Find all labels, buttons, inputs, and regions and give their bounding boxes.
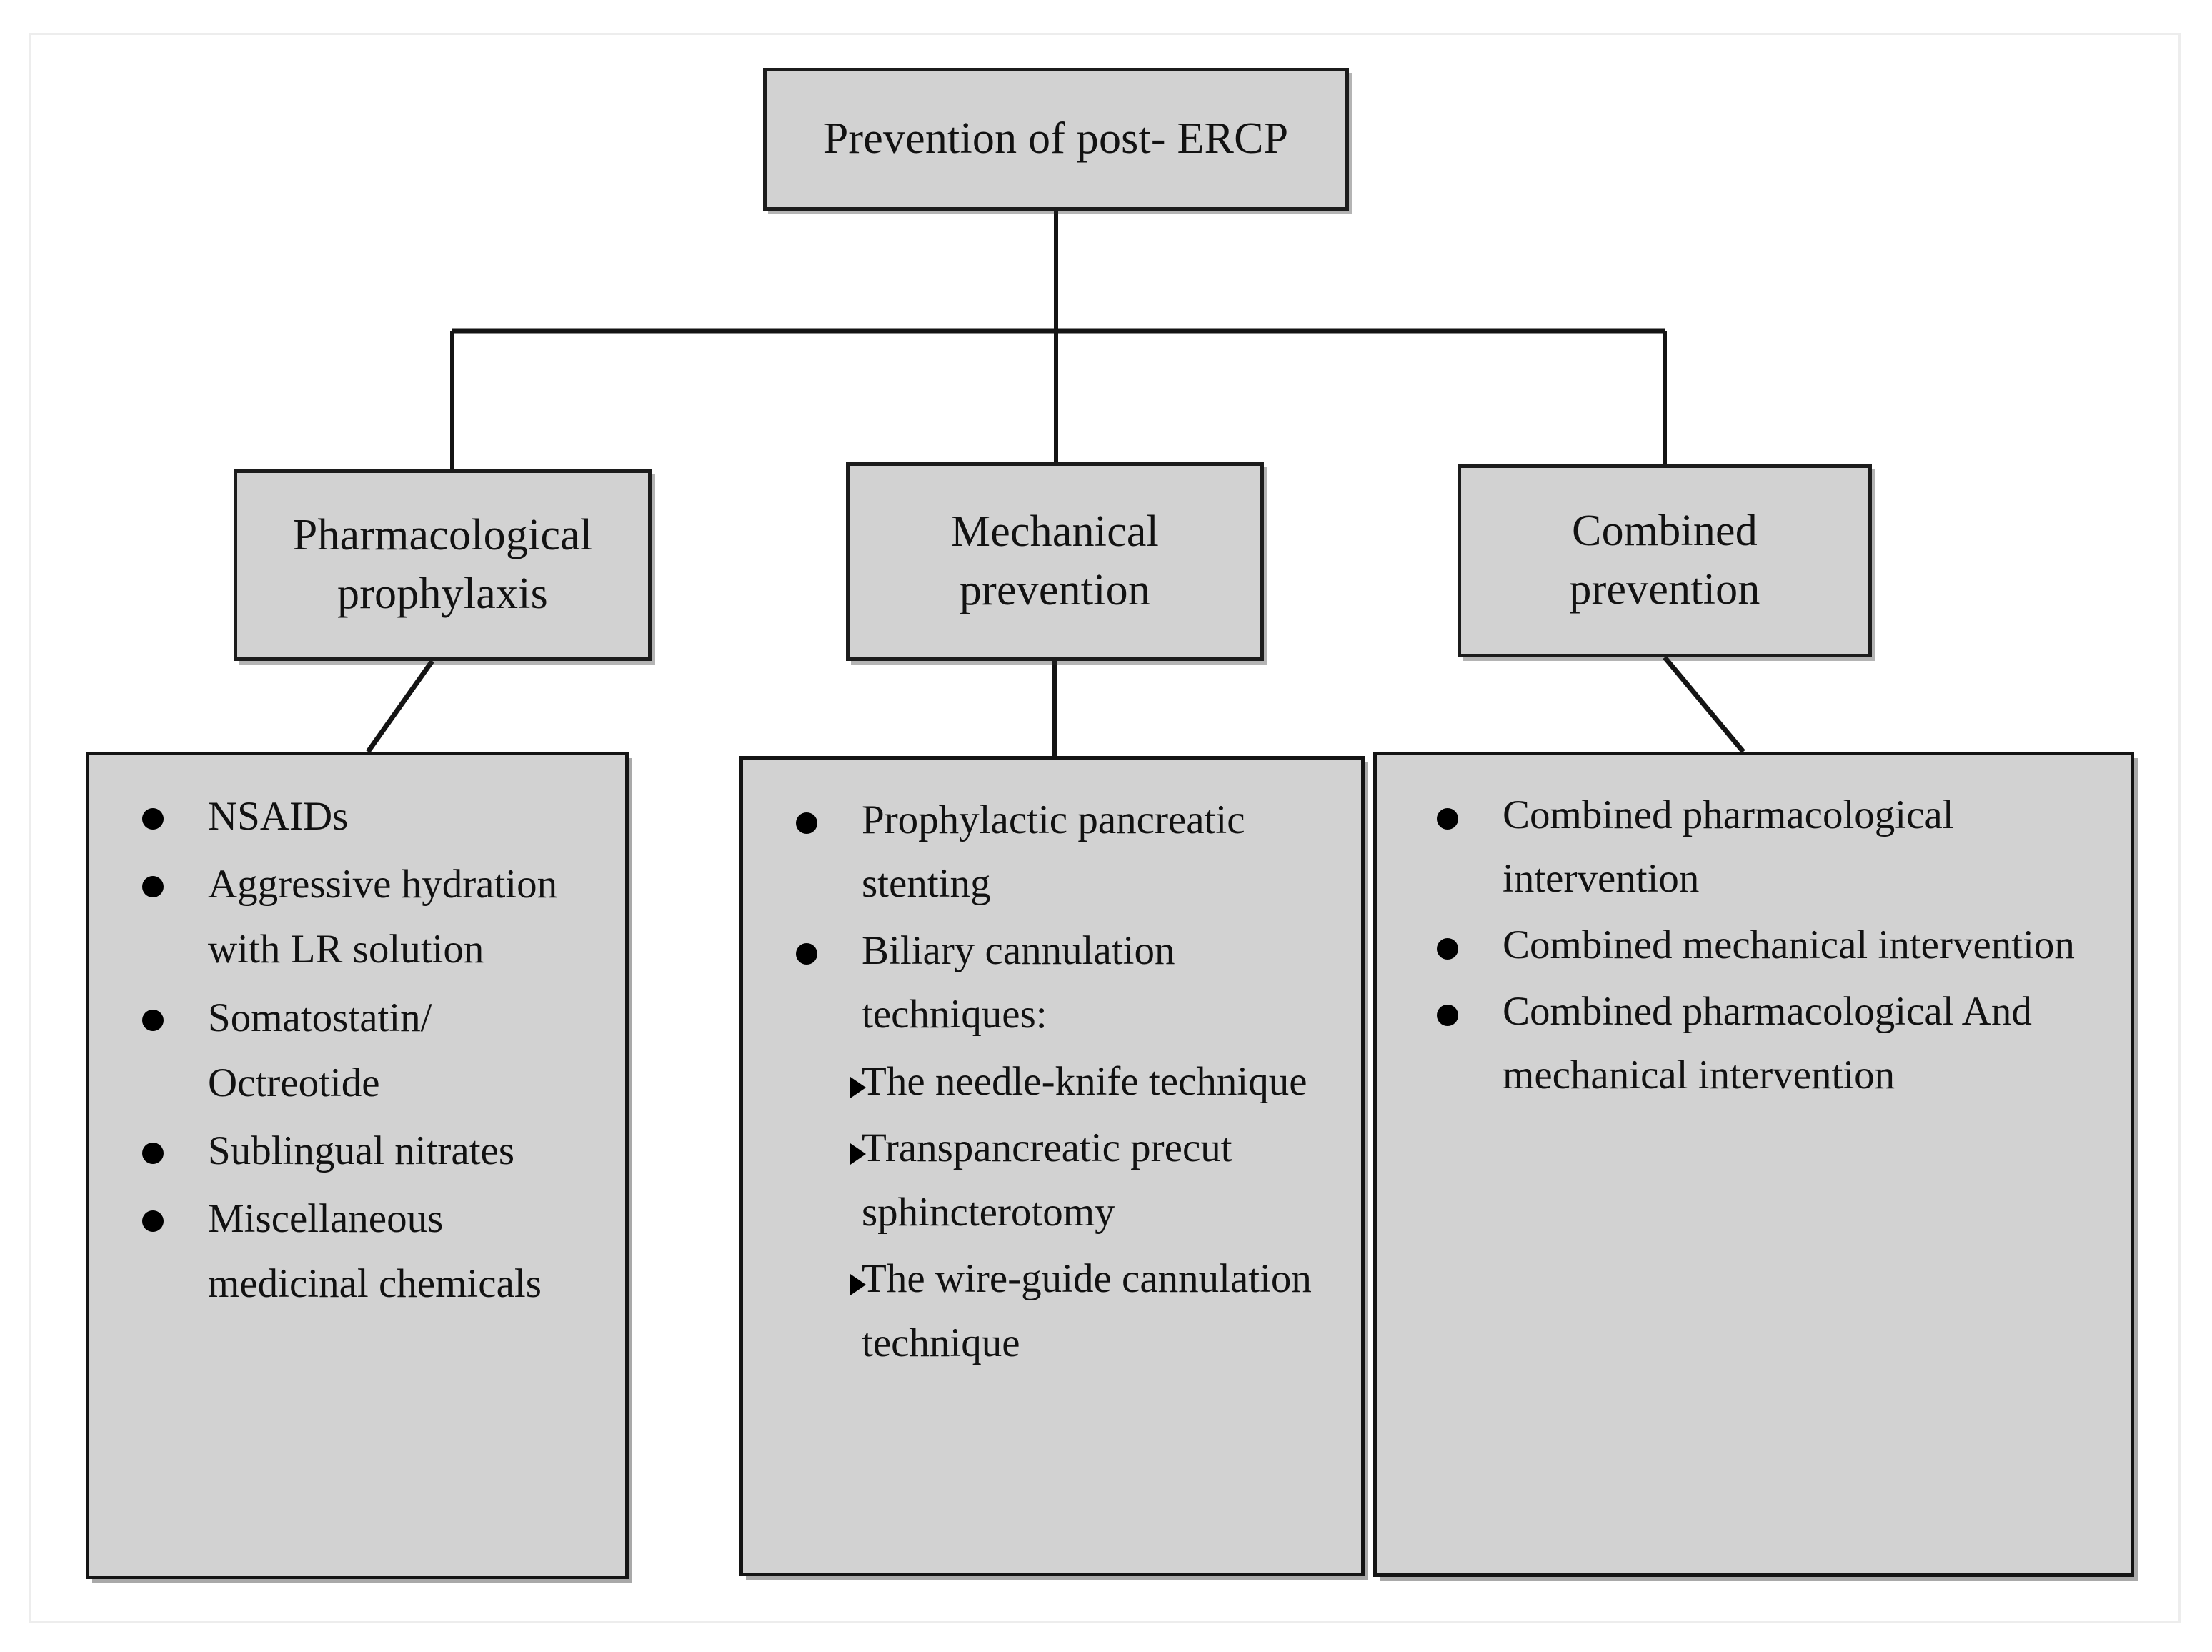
list-box-mechanical: Prophylactic pancreatic stenting Biliary… <box>739 756 1365 1576</box>
list-box-combined: Combined pharmacological intervention Co… <box>1373 752 2134 1577</box>
node-mechanical-label-line2: prevention <box>959 566 1151 614</box>
list-box-pharmacological: NSAIDs Aggressive hydration with LR solu… <box>86 752 629 1579</box>
list-item: NSAIDs <box>108 784 607 849</box>
bullet-list-pharmacological: NSAIDs Aggressive hydration with LR solu… <box>108 784 607 1317</box>
node-mechanical-prevention[interactable]: Mechanical prevention <box>846 462 1264 661</box>
node-pharmacological-label-line1: Pharmacological <box>292 511 593 560</box>
list-item: Combined mechanical intervention <box>1395 914 2112 977</box>
list-item: Biliary cannulation techniques: <box>762 919 1342 1047</box>
list-item: Prophylactic pancreatic stenting <box>762 788 1342 916</box>
node-combined-label-line2: prevention <box>1569 565 1760 614</box>
node-combined-label: Combined prevention <box>1569 502 1760 620</box>
node-mechanical-label-line1: Mechanical <box>950 507 1160 557</box>
list-item: Somatostatin/ Octreotide <box>108 985 607 1115</box>
node-mechanical-label: Mechanical prevention <box>951 503 1159 620</box>
node-root[interactable]: Prevention of post- ERCP <box>763 68 1349 211</box>
connector-diagonal-combined <box>1663 655 1745 754</box>
list-sub-item: Transpancreatic precut sphincterotomy <box>762 1116 1342 1244</box>
node-combined-prevention[interactable]: Combined prevention <box>1458 464 1872 657</box>
list-item: Combined pharmacological intervention <box>1395 784 2112 911</box>
node-root-label: Prevention of post- ERCP <box>823 114 1289 164</box>
list-sub-item: The wire-guide cannulation technique <box>762 1247 1342 1375</box>
node-pharmacological-label-line2: prophylaxis <box>337 569 548 618</box>
list-item: Sublingual nitrates <box>108 1118 607 1183</box>
list-item: Aggressive hydration with LR solution <box>108 852 607 982</box>
bullet-list-mechanical: Prophylactic pancreatic stenting Biliary… <box>762 788 1342 1375</box>
bullet-list-combined: Combined pharmacological intervention Co… <box>1395 784 2112 1108</box>
list-sub-item: The needle-knife technique <box>762 1050 1342 1113</box>
node-pharmacological-label: Pharmacological prophylaxis <box>293 507 593 624</box>
node-pharmacological-prophylaxis[interactable]: Pharmacological prophylaxis <box>234 469 652 661</box>
list-item: Combined pharmacological And mechanical … <box>1395 980 2112 1108</box>
connector-diagonal-pharmacological <box>366 659 434 754</box>
list-item: Miscellaneous medicinal chemicals <box>108 1186 607 1316</box>
node-combined-label-line1: Combined <box>1572 507 1758 556</box>
